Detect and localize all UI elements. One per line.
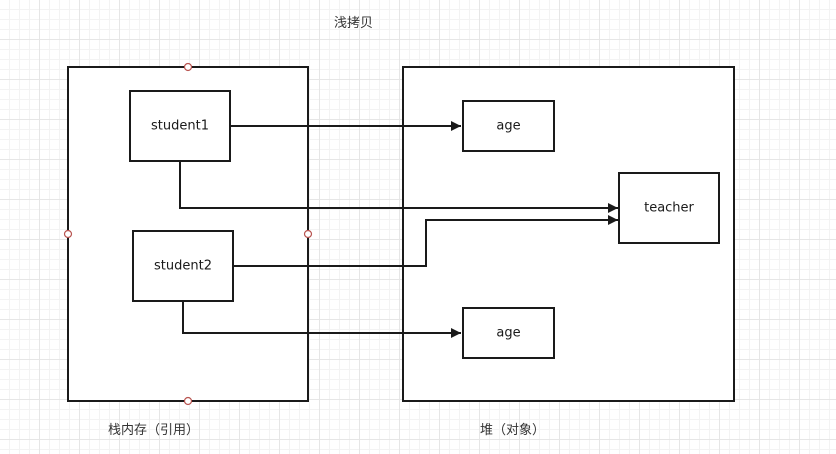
stack-label: 栈内存（引用） [108, 423, 200, 438]
edge-student1-teacher[interactable] [179, 161, 618, 213]
resize-handle-right[interactable] [303, 229, 313, 239]
edge-student2-teacher[interactable] [233, 215, 618, 267]
node-student1-label: student1 [151, 119, 209, 134]
resize-handle-bottom[interactable] [183, 396, 193, 406]
node-teacher-label: teacher [644, 201, 694, 216]
heap-label: 堆（对象） [480, 423, 546, 438]
node-age-bottom-box[interactable] [462, 307, 555, 359]
node-age-top-box[interactable] [462, 100, 555, 152]
node-age-bottom-label: age [496, 326, 520, 341]
node-teacher-box[interactable] [618, 172, 720, 244]
resize-handle-left[interactable] [63, 229, 73, 239]
node-age-top-label: age [496, 119, 520, 134]
node-student2-label: student2 [154, 259, 212, 274]
diagram-title: 浅拷贝 [334, 16, 374, 31]
resize-handle-top[interactable] [183, 62, 193, 72]
node-student1-box[interactable] [129, 90, 231, 162]
node-student2-box[interactable] [132, 230, 234, 302]
edge-student2-age[interactable] [182, 301, 461, 338]
